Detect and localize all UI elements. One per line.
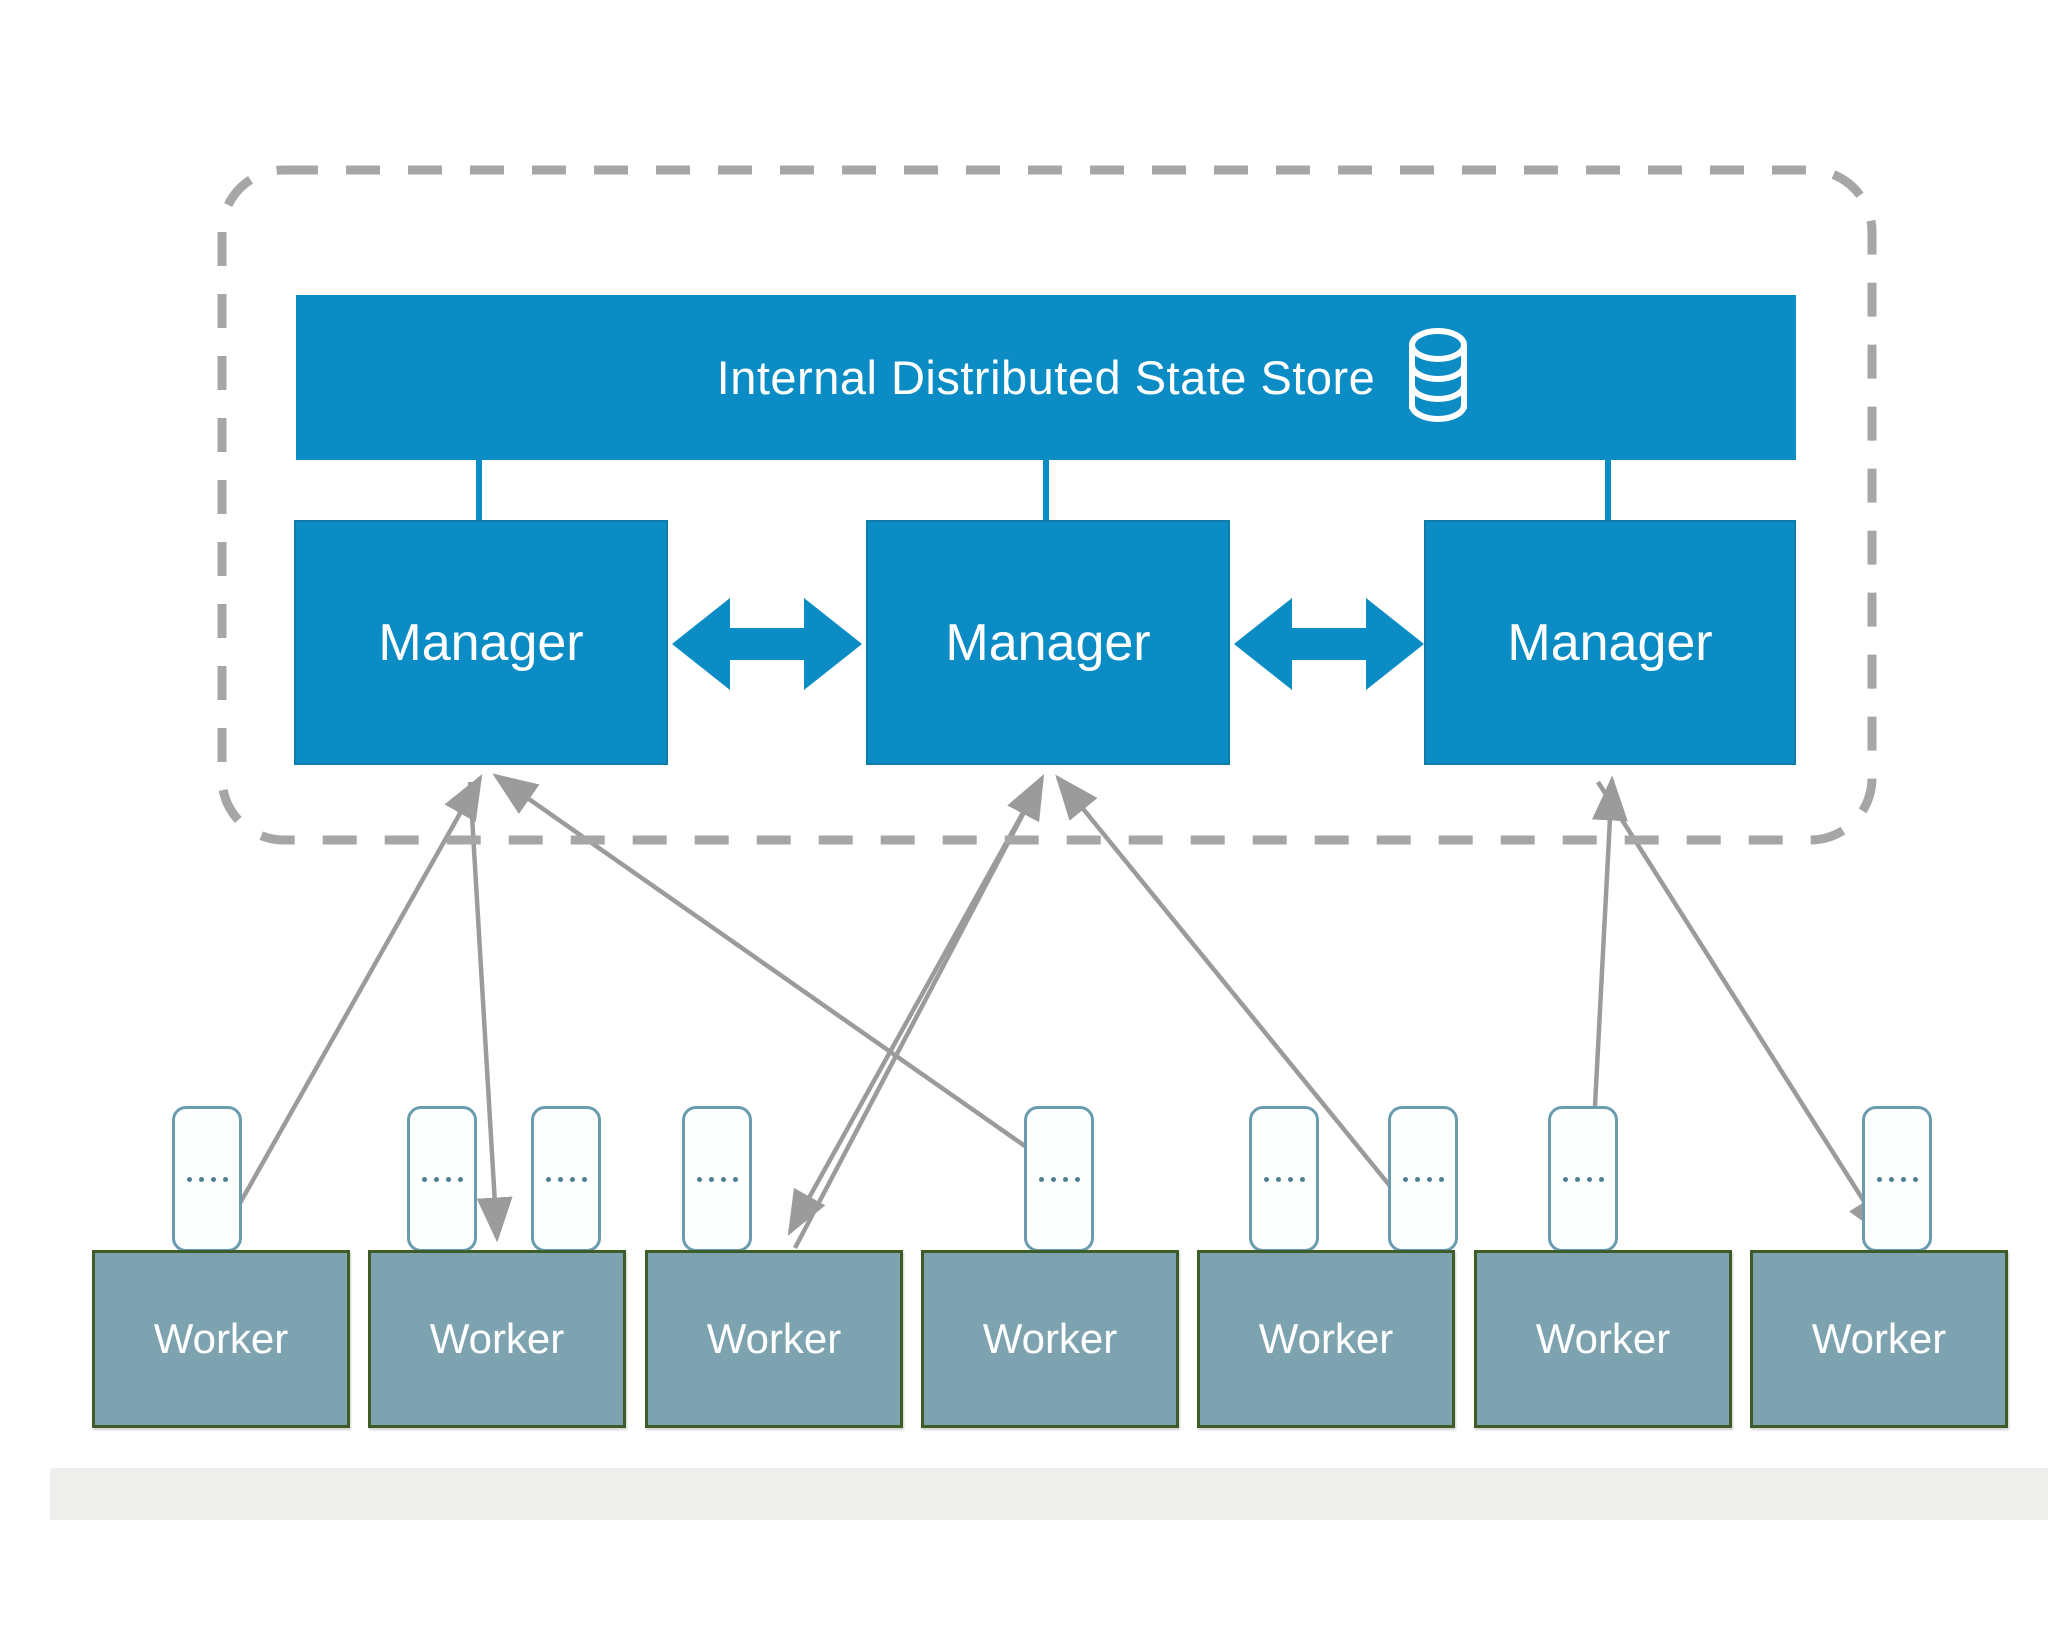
device-card-9[interactable] xyxy=(1862,1106,1932,1252)
manager-label: Manager xyxy=(945,613,1151,672)
worker-label: Worker xyxy=(982,1315,1118,1362)
worker-label: Worker xyxy=(1535,1315,1671,1362)
manager-label: Manager xyxy=(1507,613,1713,672)
worker-label: Worker xyxy=(153,1315,289,1362)
database-stack-icon xyxy=(1406,325,1470,429)
device-card-5[interactable] xyxy=(1024,1106,1094,1252)
manager-node-3[interactable]: Manager xyxy=(1424,520,1796,765)
floor-strip xyxy=(50,1468,2048,1520)
device-card-3[interactable] xyxy=(531,1106,601,1252)
store-manager-stems xyxy=(476,460,1611,522)
worker-node-2[interactable]: Worker xyxy=(368,1250,626,1428)
device-dots-icon xyxy=(186,1176,228,1182)
worker-label: Worker xyxy=(1258,1315,1394,1362)
worker-label: Worker xyxy=(1811,1315,1947,1362)
worker-node-4[interactable]: Worker xyxy=(921,1250,1179,1428)
manager-label: Manager xyxy=(378,613,584,672)
worker-node-6[interactable]: Worker xyxy=(1474,1250,1732,1428)
device-card-2[interactable] xyxy=(407,1106,477,1252)
manager-link-2-3 xyxy=(1234,598,1424,690)
worker-node-3[interactable]: Worker xyxy=(645,1250,903,1428)
device-dots-icon xyxy=(1562,1176,1604,1182)
device-card-6[interactable] xyxy=(1249,1106,1319,1252)
arrow-manager-3-to-worker-9-h xyxy=(1596,780,1889,1240)
device-card-8[interactable] xyxy=(1548,1106,1618,1252)
arrow-worker-4-to-manager-2-e xyxy=(793,774,1045,1250)
manager-node-1[interactable]: Manager xyxy=(294,520,668,765)
worker-node-5[interactable]: Worker xyxy=(1197,1250,1455,1428)
device-dots-icon xyxy=(1402,1176,1444,1182)
device-dots-icon xyxy=(1038,1176,1080,1182)
device-dots-icon xyxy=(545,1176,587,1182)
internal-distributed-state-store[interactable]: Internal Distributed State Store xyxy=(296,295,1796,460)
arrow-worker-6-to-manager-2-f xyxy=(1055,774,1392,1188)
device-card-7[interactable] xyxy=(1388,1106,1458,1252)
arrow-manager-1-to-worker-2-b xyxy=(467,781,513,1243)
device-dots-icon xyxy=(1876,1176,1918,1182)
worker-label: Worker xyxy=(706,1315,842,1362)
manager-peer-links xyxy=(672,598,1424,690)
swarm-cluster-boundary xyxy=(217,165,1877,845)
manager-node-2[interactable]: Manager xyxy=(866,520,1230,765)
worker-node-7[interactable]: Worker xyxy=(1750,1250,2008,1428)
state-store-label: Internal Distributed State Store xyxy=(716,351,1376,404)
device-dots-icon xyxy=(1263,1176,1305,1182)
device-card-4[interactable] xyxy=(682,1106,752,1252)
device-card-1[interactable] xyxy=(172,1106,242,1252)
arrow-worker-to-manager-1-a xyxy=(220,774,483,1237)
worker-node-1[interactable]: Worker xyxy=(92,1250,350,1428)
device-dots-icon xyxy=(421,1176,463,1182)
worker-label: Worker xyxy=(429,1315,565,1362)
manager-link-1-2 xyxy=(672,598,862,690)
device-dots-icon xyxy=(696,1176,738,1182)
